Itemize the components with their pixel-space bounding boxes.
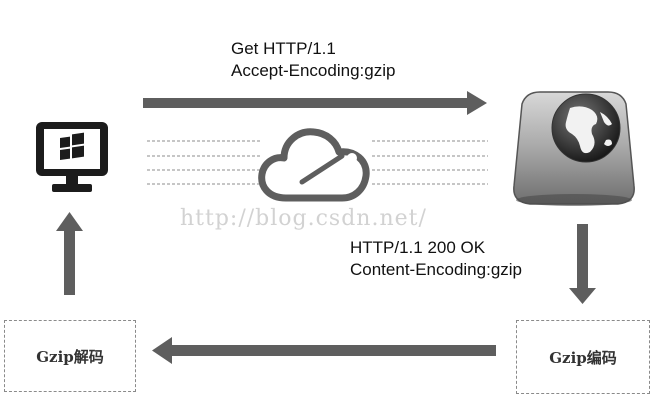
gzip-decode-label: Gzip解码 [36, 347, 104, 366]
response-headers: HTTP/1.1 200 OK Content-Encoding:gzip [350, 237, 522, 281]
gzip-encode-label: Gzip编码 [549, 348, 617, 367]
request-line: Get HTTP/1.1 [231, 39, 336, 58]
gzip-decode-box: Gzip解码 [4, 320, 136, 392]
watermark: http://blog.csdn.net/ [180, 206, 427, 231]
globe-server-icon [513, 91, 635, 206]
gzip-encode-box: Gzip编码 [516, 320, 650, 394]
request-accept-encoding: Accept-Encoding:gzip [231, 61, 396, 80]
response-status-line: HTTP/1.1 200 OK [350, 238, 486, 257]
windows-monitor-icon [36, 122, 108, 192]
request-headers: Get HTTP/1.1 Accept-Encoding:gzip [231, 38, 395, 82]
cloud-check-icon [258, 128, 370, 202]
response-content-encoding: Content-Encoding:gzip [350, 260, 523, 279]
